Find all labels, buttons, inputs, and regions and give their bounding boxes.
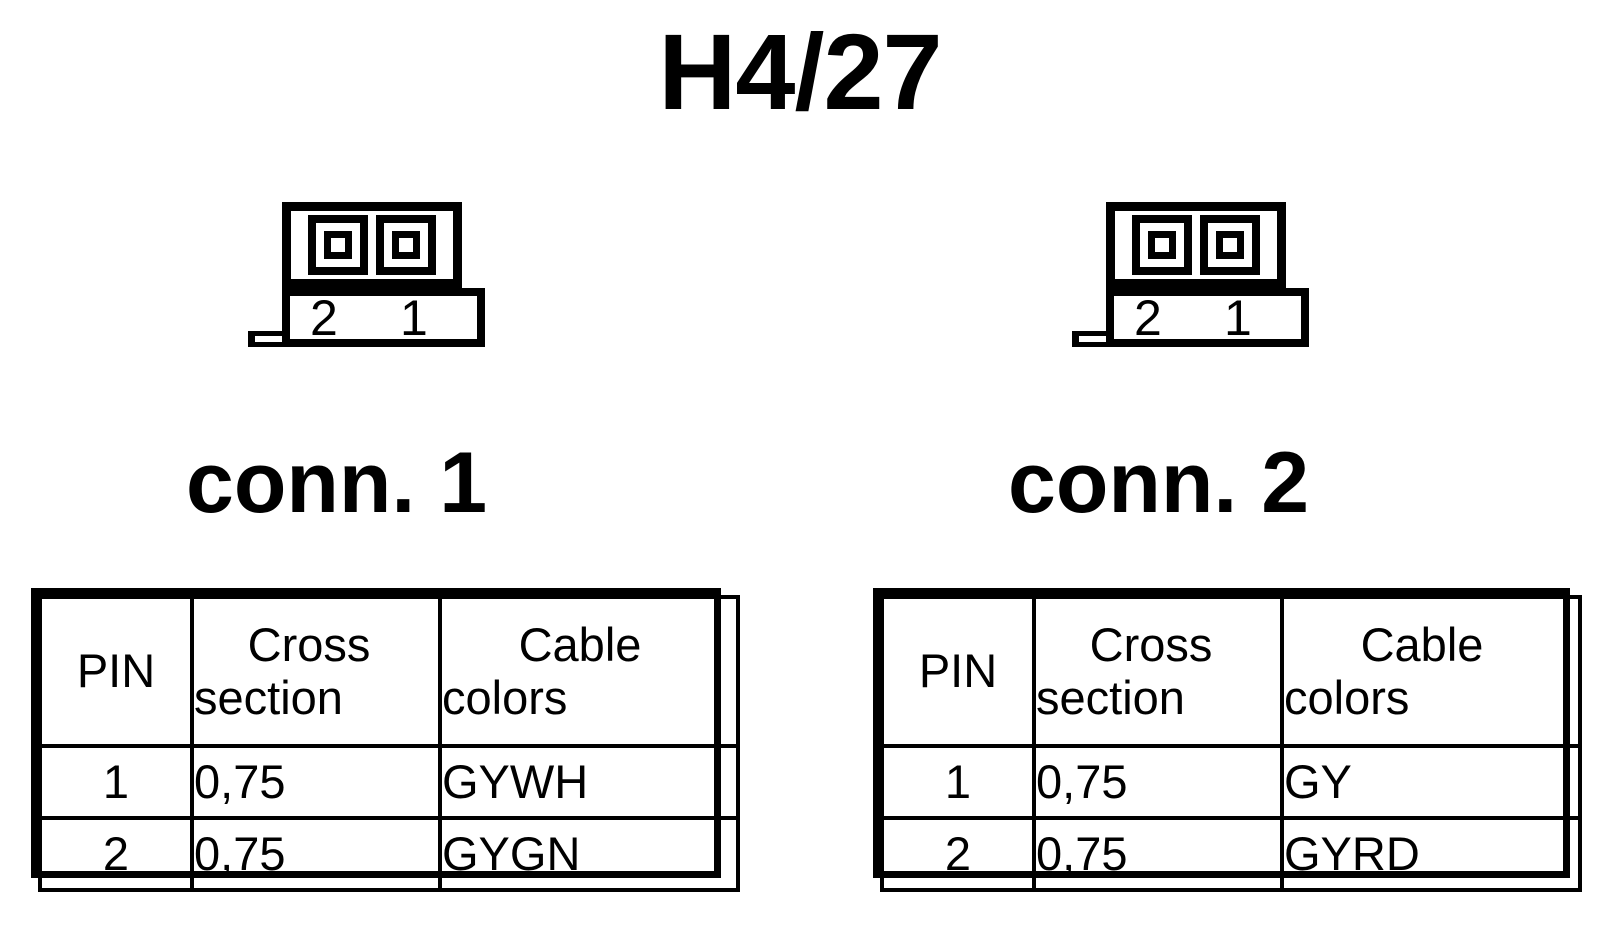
cell-pin: 2 bbox=[38, 816, 194, 892]
table-header-row: PIN Cross section Cable colors bbox=[38, 595, 740, 748]
table-header-cross-section: Cross section bbox=[1032, 595, 1284, 748]
table-header-cable-colors: Cable colors bbox=[1280, 595, 1582, 748]
connector-housing-2 bbox=[1106, 202, 1286, 288]
connector-symbol-2: 2 1 bbox=[1072, 190, 1312, 350]
table-header-cross-section-line2: section bbox=[1036, 670, 1185, 724]
pin-cavity-icon bbox=[1200, 215, 1260, 275]
connector-latch-notch-icon bbox=[1079, 336, 1106, 342]
connector-pin-label-1: 1 bbox=[400, 290, 428, 346]
table-row: 2 0,75 GYGN bbox=[38, 816, 740, 892]
pin-table: PIN Cross section Cable colors 1 0,75 GY… bbox=[880, 595, 1582, 892]
table-header-cable-colors: Cable colors bbox=[438, 595, 740, 748]
pin-cavity-icon bbox=[376, 215, 436, 275]
table-header-cross-section-line2: section bbox=[194, 670, 343, 724]
table-header-cable-colors-line1: Cable bbox=[1360, 617, 1484, 671]
connector-latch-notch-icon bbox=[255, 336, 282, 342]
cell-cross-section: 0,75 bbox=[190, 744, 442, 820]
connector-base-2 bbox=[1106, 288, 1309, 347]
page-title: H4/27 bbox=[658, 11, 942, 132]
pin-contact-icon bbox=[324, 231, 352, 259]
connector-pin-label-2: 2 bbox=[1134, 290, 1162, 346]
connector-caption-2: conn. 2 bbox=[1008, 435, 1310, 531]
cell-cross-section: 0,75 bbox=[1032, 816, 1284, 892]
cell-cross-section: 0,75 bbox=[1032, 744, 1284, 820]
table-header-cross-section: Cross section bbox=[190, 595, 442, 748]
table-header-pin: PIN bbox=[880, 595, 1036, 748]
table-header-cable-colors-line1: Cable bbox=[518, 617, 642, 671]
table-header-cable-colors-line2: colors bbox=[442, 670, 568, 724]
connector-pin-label-2: 2 bbox=[310, 290, 338, 346]
table-row: 2 0,75 GYRD bbox=[880, 816, 1582, 892]
table-header-row: PIN Cross section Cable colors bbox=[880, 595, 1582, 748]
pin-contact-icon bbox=[1216, 231, 1244, 259]
pin-table-connector-1: PIN Cross section Cable colors 1 0,75 GY… bbox=[31, 588, 740, 892]
pin-cavity-icon bbox=[308, 215, 368, 275]
cell-pin: 1 bbox=[38, 744, 194, 820]
cell-cross-section: 0,75 bbox=[190, 816, 442, 892]
table-header-cable-colors-line2: colors bbox=[1284, 670, 1410, 724]
pin-cavity-icon bbox=[1132, 215, 1192, 275]
cell-cable-colors: GYRD bbox=[1280, 816, 1582, 892]
cell-cable-colors: GYWH bbox=[438, 744, 740, 820]
pin-contact-icon bbox=[1148, 231, 1176, 259]
table-row: 1 0,75 GY bbox=[880, 744, 1582, 820]
cell-cable-colors: GYGN bbox=[438, 816, 740, 892]
pin-table-connector-2: PIN Cross section Cable colors 1 0,75 GY… bbox=[873, 588, 1582, 892]
pin-contact-icon bbox=[392, 231, 420, 259]
table-header-pin: PIN bbox=[38, 595, 194, 748]
table-row: 1 0,75 GYWH bbox=[38, 744, 740, 820]
connector-pin-label-1: 1 bbox=[1224, 290, 1252, 346]
cell-pin: 1 bbox=[880, 744, 1036, 820]
connector-symbol-1: 2 1 bbox=[248, 190, 488, 350]
connector-housing-1 bbox=[282, 202, 462, 288]
connector-base-1 bbox=[282, 288, 485, 347]
pin-table: PIN Cross section Cable colors 1 0,75 GY… bbox=[38, 595, 740, 892]
cell-pin: 2 bbox=[880, 816, 1036, 892]
table-header-cross-section-line1: Cross bbox=[247, 617, 371, 671]
cell-cable-colors: GY bbox=[1280, 744, 1582, 820]
connector-caption-1: conn. 1 bbox=[186, 435, 488, 531]
table-header-cross-section-line1: Cross bbox=[1089, 617, 1213, 671]
